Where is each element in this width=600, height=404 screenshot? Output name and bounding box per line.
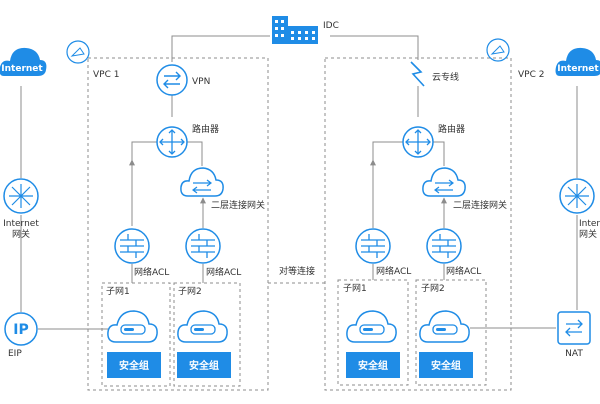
ecs-cloud-1-icon xyxy=(108,311,157,342)
l2gw-left-label: 二层连接网关 xyxy=(211,199,265,211)
subnet1-label: 子网1 xyxy=(106,286,130,297)
vpc1-label: VPC 1 xyxy=(93,70,119,80)
ecs-cloud-4-icon xyxy=(420,311,469,342)
acl1-label: 网络ACL xyxy=(134,266,169,278)
acl4-label: 网络ACL xyxy=(446,265,481,277)
ecs-cloud-3-icon xyxy=(347,311,396,342)
security-group-2-label: 安全组 xyxy=(189,359,219,372)
internet-right-label: Internet xyxy=(557,64,599,74)
vpc2-label: VPC 2 xyxy=(518,70,544,80)
subnet2-label: 子网2 xyxy=(178,286,202,297)
internet-gw-right-label-1: Internet xyxy=(579,219,600,229)
router-right-label: 路由器 xyxy=(438,123,465,135)
nat-icon xyxy=(558,312,590,344)
acl2-firewall-icon xyxy=(186,229,220,263)
router-left-icon xyxy=(157,127,187,157)
internet-gw-left-label-1: Internet xyxy=(3,219,39,229)
subnet4-label: 子网2 xyxy=(421,283,445,294)
acl2-label: 网络ACL xyxy=(206,266,241,278)
acl1-firewall-icon xyxy=(115,229,149,263)
security-group-3-label: 安全组 xyxy=(358,359,388,372)
vpc2-badge-icon xyxy=(487,39,509,61)
internet-left-label: Internet xyxy=(1,64,43,74)
cloud-line-label: 云专线 xyxy=(432,71,459,83)
eip-glyph: IP xyxy=(13,322,28,338)
subnet3-label: 子网1 xyxy=(343,283,367,294)
cloud-line-icon xyxy=(411,62,424,86)
l2gw-right-icon xyxy=(423,168,465,196)
eip-label: EIP xyxy=(8,349,22,359)
idc-building-icon xyxy=(272,16,318,44)
ecs-cloud-2-icon xyxy=(178,311,227,342)
vpn-label: VPN xyxy=(192,77,210,87)
internet-gw-left-label-2: 网关 xyxy=(12,228,30,240)
peering-label: 对等连接 xyxy=(279,265,315,277)
l2gw-left-icon xyxy=(181,168,223,196)
internet-gateway-left-icon xyxy=(4,179,38,213)
acl3-firewall-icon xyxy=(356,229,390,263)
acl3-label: 网络ACL xyxy=(376,265,411,277)
nat-label: NAT xyxy=(565,349,583,359)
l2gw-right-label: 二层连接网关 xyxy=(453,199,507,211)
router-left-label: 路由器 xyxy=(192,123,219,135)
vpc1-badge-icon xyxy=(67,41,89,63)
security-group-4-label: 安全组 xyxy=(431,359,461,372)
idc-label: IDC xyxy=(323,21,339,31)
router-right-icon xyxy=(403,127,433,157)
security-group-1-label: 安全组 xyxy=(119,359,149,372)
internet-gateway-right-icon xyxy=(560,179,594,213)
acl4-firewall-icon xyxy=(427,229,461,263)
internet-gw-right-label-2: 网关 xyxy=(579,228,597,240)
vpn-icon xyxy=(157,65,187,95)
